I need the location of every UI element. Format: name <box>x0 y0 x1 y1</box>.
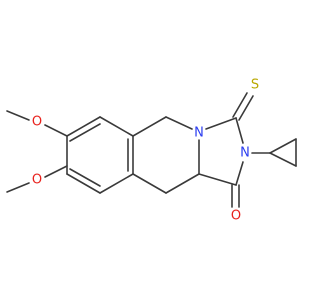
svg-text:O: O <box>32 115 42 130</box>
svg-text:O: O <box>32 173 42 188</box>
svg-text:N: N <box>194 126 204 141</box>
atom-sulfur: S <box>251 78 259 93</box>
svg-text:O: O <box>231 209 241 224</box>
bond-methyl-top <box>6 110 30 121</box>
bond-cyclopropyl <box>269 152 297 167</box>
bond-cyclopropyl <box>269 138 297 154</box>
atom-oxygen-bottom: O <box>32 173 42 188</box>
molecule-structure: O O N N S O <box>6 78 297 224</box>
svg-text:N: N <box>240 146 250 161</box>
atom-oxygen-carbonyl: O <box>231 209 241 224</box>
bond-aromatic <box>99 116 134 137</box>
bond-aromatic <box>99 173 134 194</box>
molecule-canvas: O O N N S O <box>6 77 297 224</box>
bond-ring <box>235 117 244 144</box>
bond-ring <box>132 116 167 137</box>
bond-thione <box>238 95 254 121</box>
atom-nitrogen-ring: N <box>194 126 204 141</box>
svg-text:S: S <box>251 78 259 93</box>
bond-ring <box>165 173 200 194</box>
bond-omethoxy-bottom <box>44 165 68 178</box>
bond-ring <box>198 173 237 186</box>
atom-oxygen-top: O <box>32 115 42 130</box>
bond-aromatic <box>66 173 101 194</box>
bond-omethoxy-top <box>44 124 68 137</box>
bond-thione <box>232 92 248 118</box>
atom-nitrogen-amide: N <box>240 146 250 161</box>
bond-aromatic <box>69 123 101 142</box>
bond-aromatic <box>69 168 101 187</box>
bond-aromatic <box>66 116 101 137</box>
bond-ring <box>205 117 237 130</box>
bond-ring <box>235 161 244 186</box>
bond-methyl-bottom <box>6 182 30 193</box>
bond-ring <box>165 116 193 130</box>
bond-ring <box>132 173 167 194</box>
